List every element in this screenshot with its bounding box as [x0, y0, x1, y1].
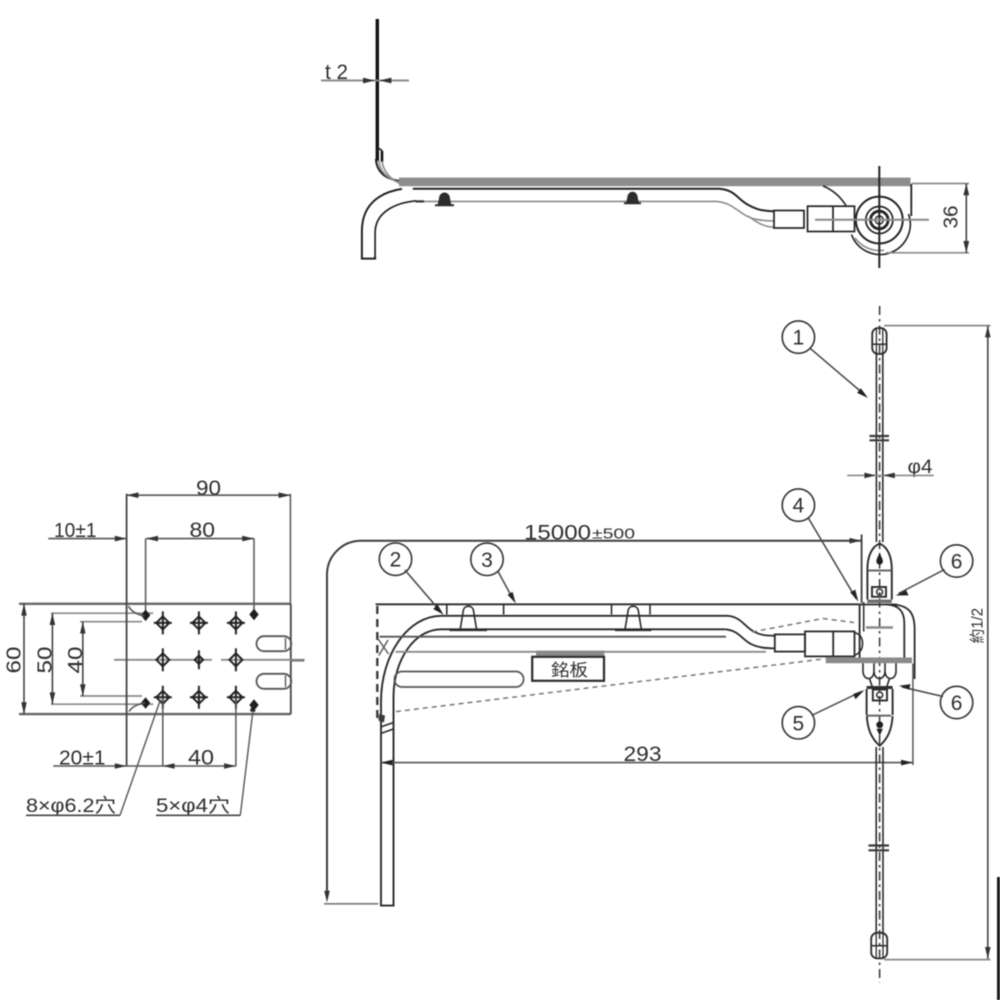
svg-text:20±1: 20±1: [59, 748, 106, 770]
svg-text:15000: 15000: [524, 522, 591, 545]
svg-text:φ4: φ4: [908, 456, 933, 478]
svg-text:90: 90: [196, 477, 221, 500]
svg-text:t 2: t 2: [325, 61, 348, 84]
svg-text:50: 50: [34, 647, 57, 674]
svg-text:4: 4: [793, 495, 805, 518]
svg-text:3: 3: [481, 549, 493, 572]
svg-text:6: 6: [951, 692, 963, 715]
svg-text:±500: ±500: [592, 526, 635, 543]
svg-text:2: 2: [390, 549, 402, 572]
svg-text:60: 60: [3, 647, 26, 674]
svg-text:10±1: 10±1: [54, 520, 97, 542]
svg-text:40: 40: [64, 647, 87, 674]
svg-text:8×φ6.2穴: 8×φ6.2穴: [26, 795, 116, 817]
svg-text:293: 293: [624, 743, 662, 766]
svg-text:5: 5: [793, 712, 805, 735]
svg-text:6: 6: [951, 551, 963, 574]
svg-text:約1/2: 約1/2: [969, 608, 987, 644]
svg-text:5×φ4穴: 5×φ4穴: [156, 795, 230, 817]
svg-text:銘板: 銘板: [551, 661, 588, 680]
svg-text:1: 1: [793, 327, 805, 350]
svg-text:80: 80: [190, 519, 216, 542]
svg-text:40: 40: [188, 747, 214, 770]
svg-text:36: 36: [941, 206, 963, 229]
